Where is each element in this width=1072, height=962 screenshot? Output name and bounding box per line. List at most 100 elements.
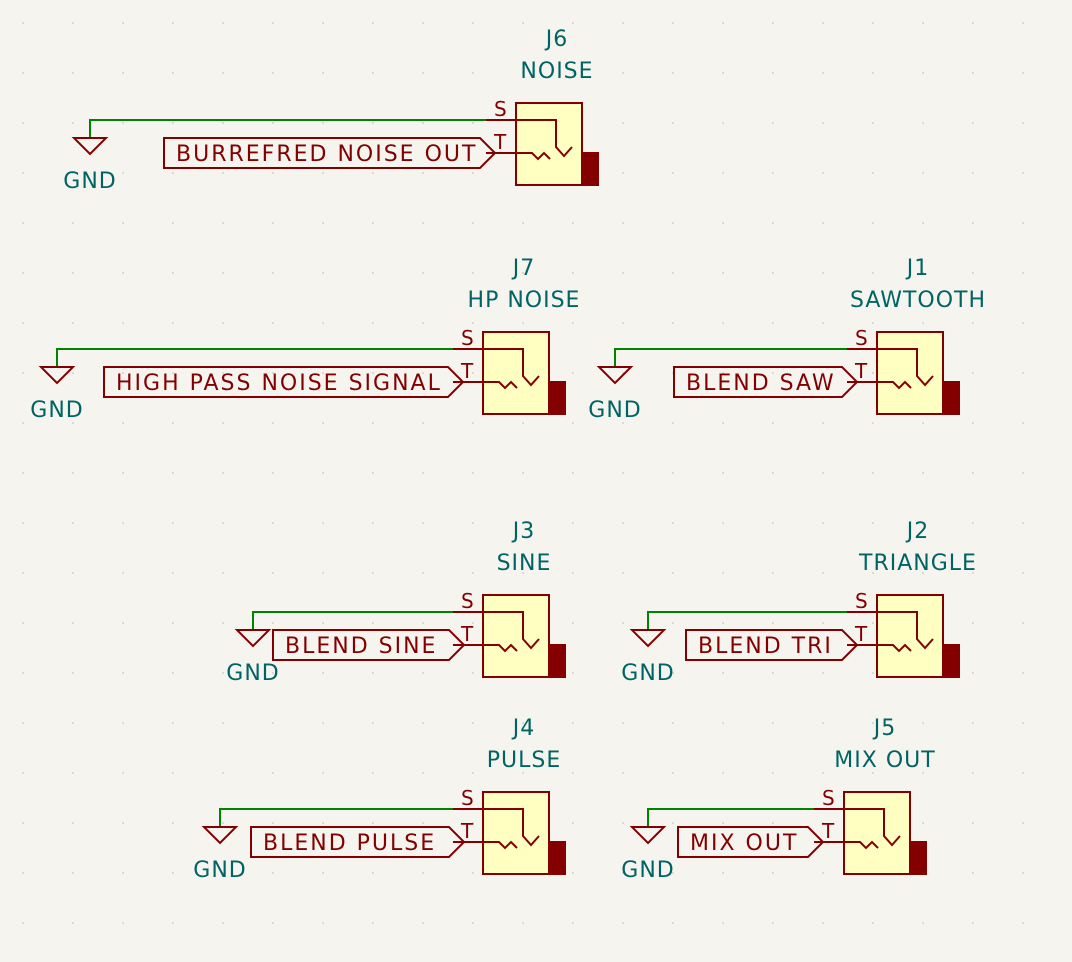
pin-label-t: T [821, 819, 835, 843]
net-label-shape [673, 366, 859, 398]
tip-contact [516, 151, 551, 161]
gnd-wire [219, 808, 453, 827]
jack-sleeve-block [910, 841, 927, 875]
gnd-symbol-icon [629, 826, 667, 845]
gnd-symbol-icon [201, 826, 239, 845]
gnd-label: GND [588, 398, 641, 423]
net-label-text: BLEND TRI [698, 634, 833, 659]
net-label-text: MIX OUT [690, 831, 798, 856]
jack-value: MIX OUT [834, 748, 935, 773]
grid-dots [22, 22, 1024, 924]
net-label-shape [677, 826, 825, 858]
tip-contact [844, 840, 879, 850]
jack-sleeve-block [549, 841, 566, 875]
gnd-symbol-icon [234, 629, 272, 648]
sleeve-contact [844, 808, 901, 847]
jack-sleeve-block [582, 152, 599, 186]
pin-label-s: S [461, 326, 474, 350]
pin-label-s: S [855, 326, 868, 350]
tip-contact [483, 643, 518, 653]
sleeve-contact [483, 611, 540, 650]
gnd-wire [647, 611, 847, 630]
jack-j7[interactable]: ST J7 HP NOISE GND HIGH PASS NOISE SIGNAL [30, 256, 580, 423]
gnd-wire [614, 348, 847, 367]
sleeve-contact [483, 348, 540, 387]
net-label-text: BLEND SINE [285, 634, 437, 659]
net-label-text: HIGH PASS NOISE SIGNAL [116, 371, 442, 396]
jack-reference: J3 [511, 519, 536, 544]
jack-body [515, 102, 583, 186]
gnd-symbol-icon [71, 137, 109, 156]
gnd-wire [647, 808, 814, 827]
net-label-text: BLEND SAW [686, 371, 836, 396]
jack-body [482, 331, 550, 415]
net-label-text: BURREFRED NOISE OUT [176, 142, 477, 167]
net-label-shape [250, 826, 466, 858]
tip-contact [877, 380, 912, 390]
jack-value: SAWTOOTH [850, 288, 986, 313]
jack-value: PULSE [487, 748, 562, 773]
pin-label-t: T [493, 130, 507, 154]
jack-value: NOISE [520, 59, 593, 84]
net-label-text: BLEND PULSE [263, 831, 436, 856]
gnd-label: GND [193, 858, 246, 883]
jack-reference: J7 [511, 256, 536, 281]
jack-body [876, 331, 944, 415]
gnd-wire [89, 119, 486, 138]
pin-label-s: S [855, 589, 868, 613]
pin-label-s: S [461, 589, 474, 613]
jack-body [482, 594, 550, 678]
jack-reference: J6 [544, 27, 569, 52]
pin-label-s: S [494, 97, 507, 121]
jack-reference: J2 [905, 519, 930, 544]
jack-body [482, 791, 550, 875]
gnd-label: GND [30, 398, 83, 423]
sleeve-contact [483, 808, 540, 847]
pin-label-t: T [854, 359, 868, 383]
gnd-wire [252, 611, 453, 630]
jack-value: HP NOISE [468, 288, 581, 313]
sleeve-contact [877, 611, 934, 650]
jack-sleeve-block [549, 381, 566, 415]
net-label-shape [272, 629, 466, 661]
tip-contact [483, 380, 518, 390]
gnd-symbol-icon [629, 629, 667, 648]
jack-reference: J1 [905, 256, 930, 281]
jack-sleeve-block [549, 644, 566, 678]
net-label-shape [685, 629, 859, 661]
pin-label-t: T [460, 622, 474, 646]
tip-contact [877, 643, 912, 653]
jack-sleeve-block [943, 381, 960, 415]
jack-value: TRIANGLE [858, 551, 977, 576]
gnd-symbol-icon [596, 366, 634, 385]
jack-value: SINE [497, 551, 552, 576]
pin-label-t: T [460, 819, 474, 843]
gnd-label: GND [63, 169, 116, 194]
jack-reference: J5 [872, 716, 897, 741]
net-label-shape [163, 137, 497, 169]
jack-body [843, 791, 911, 875]
jack-body [876, 594, 944, 678]
gnd-label: GND [621, 858, 674, 883]
jack-sleeve-block [943, 644, 960, 678]
gnd-wire [56, 348, 453, 367]
tip-contact [483, 840, 518, 850]
gnd-symbol-icon [38, 366, 76, 385]
pin-label-t: T [854, 622, 868, 646]
pin-label-s: S [822, 786, 835, 810]
gnd-label: GND [226, 661, 279, 686]
sleeve-contact [877, 348, 934, 387]
sleeve-contact [516, 119, 573, 158]
net-label-shape [103, 366, 465, 398]
jack-reference: J4 [511, 716, 536, 741]
pin-label-s: S [461, 786, 474, 810]
pin-label-t: T [460, 359, 474, 383]
